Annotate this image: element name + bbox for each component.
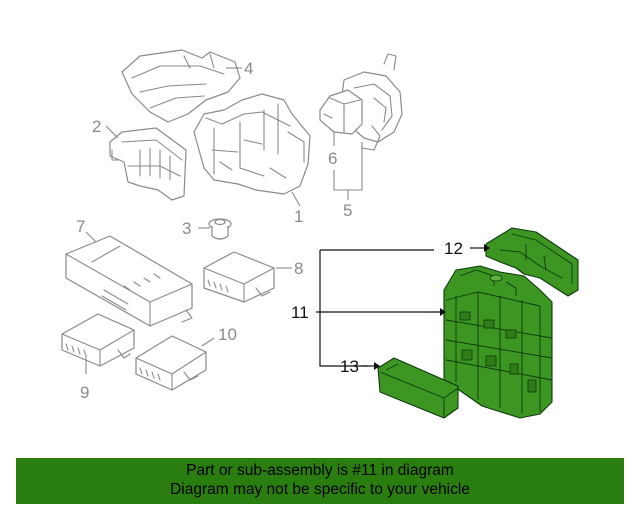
part-4-cover[interactable] xyxy=(121,49,241,123)
part-3-grommet[interactable] xyxy=(208,218,232,240)
leader-1 xyxy=(291,191,301,207)
leader-10 xyxy=(201,337,215,347)
callout-8: 8 xyxy=(294,259,303,278)
callout-4: 4 xyxy=(244,59,253,78)
info-banner: Part or sub-assembly is #11 in diagram D… xyxy=(16,458,624,504)
part-7-module[interactable] xyxy=(65,235,193,327)
leader-12-arrow xyxy=(484,244,490,252)
callout-10: 10 xyxy=(218,325,237,344)
part-10-module[interactable] xyxy=(135,335,207,391)
part-1-housing[interactable] xyxy=(193,93,311,195)
leader-5 xyxy=(333,142,363,191)
callout-12: 12 xyxy=(444,239,463,258)
callout-2: 2 xyxy=(92,117,101,136)
leader-11-arrow xyxy=(440,308,446,316)
part-9-module[interactable] xyxy=(61,313,135,367)
part-8-module[interactable] xyxy=(203,251,275,303)
banner-line-2: Diagram may not be specific to your vehi… xyxy=(170,481,470,498)
parts-diagram: 4 2 1 6 5 xyxy=(61,49,579,419)
callout-13: 13 xyxy=(340,357,359,376)
leader-2 xyxy=(105,125,119,139)
leader-13-arrow xyxy=(374,362,380,370)
part-6-sensor[interactable] xyxy=(319,89,363,135)
part-2-bracket[interactable] xyxy=(109,127,187,201)
part-12-cover[interactable] xyxy=(485,227,579,297)
callout-5: 5 xyxy=(343,201,352,220)
callout-11: 11 xyxy=(291,303,309,322)
callout-9: 9 xyxy=(80,383,89,402)
part-13-module[interactable] xyxy=(377,357,459,419)
leader-7 xyxy=(85,231,97,243)
leader-11 xyxy=(316,249,440,367)
callout-6: 6 xyxy=(328,149,337,168)
banner-line-1: Part or sub-assembly is #11 in diagram xyxy=(186,462,454,479)
callout-7: 7 xyxy=(76,217,85,236)
callout-3: 3 xyxy=(182,219,191,238)
callout-1: 1 xyxy=(294,207,303,226)
part-11-fuse-box[interactable] xyxy=(443,265,553,419)
